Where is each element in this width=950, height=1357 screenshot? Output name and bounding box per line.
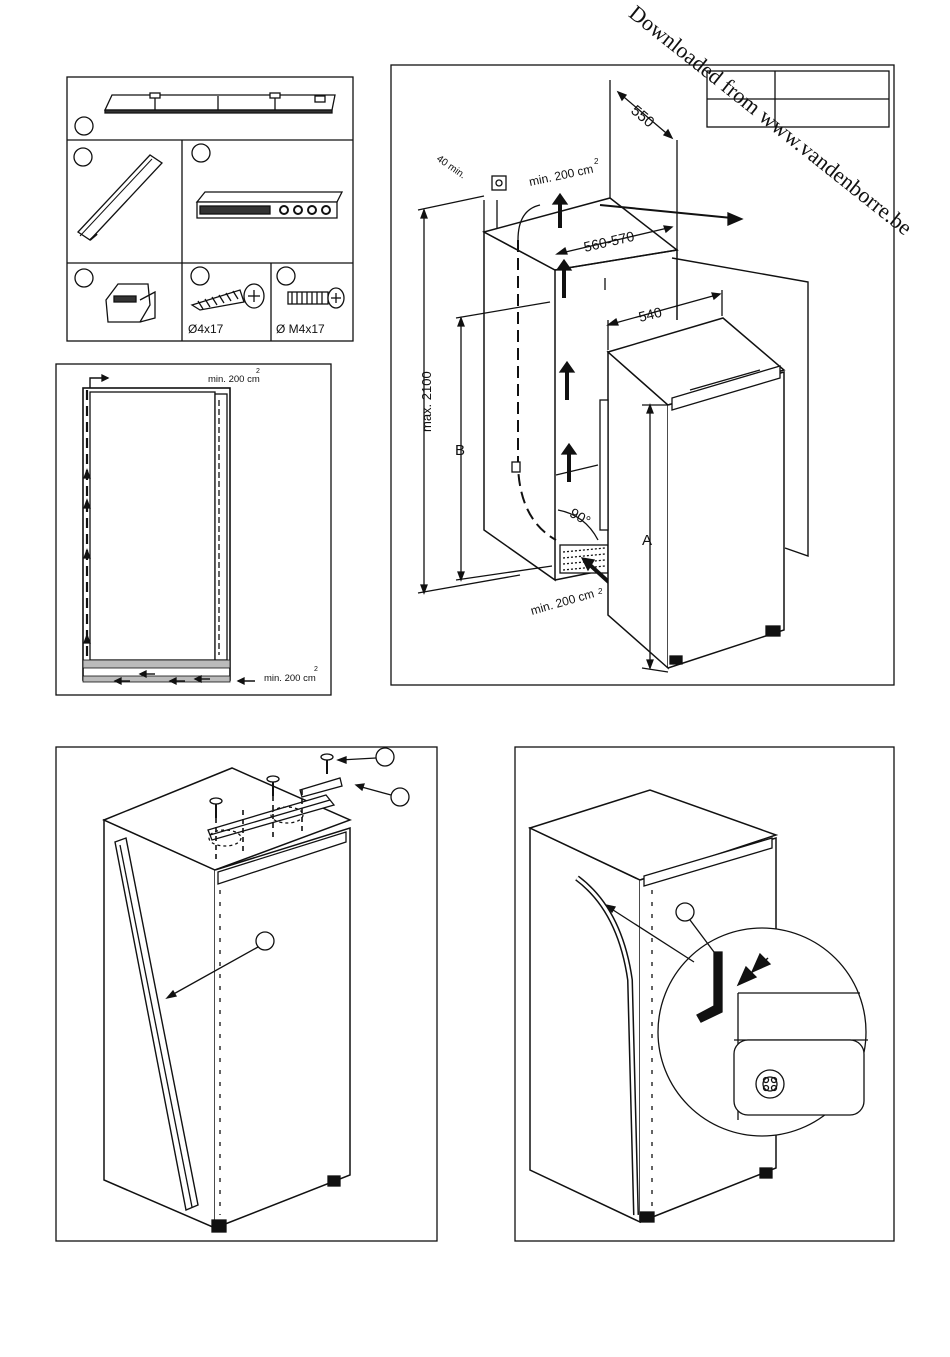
appliance-width-label: 540	[637, 304, 664, 325]
max-height-label: max. 2100	[419, 371, 434, 432]
dimension-diagram: 90° min. 200 cm 2 min. 200 cm 2 40 min. …	[391, 65, 894, 685]
parts-box: Ø4x17 Ø M4x17	[67, 77, 353, 341]
dimension-a-label: A	[642, 532, 652, 549]
angle-label: 90°	[567, 504, 593, 528]
part-machine-screw: Ø M4x17	[276, 267, 344, 336]
vent-bottom-label: min. 200 cm	[264, 673, 316, 684]
vent-bottom-sup: 2	[314, 666, 318, 673]
part-wood-screw: Ø4x17	[188, 267, 264, 336]
airflow-section: min. 200 cm 2 min. 200 cm 2	[56, 364, 331, 695]
part-top-rail	[75, 93, 335, 135]
part-number-circle	[75, 269, 93, 287]
part-hinge-plate	[192, 144, 342, 218]
mounting-panel	[56, 747, 437, 1241]
vent-top-main-label: min. 200 cm	[528, 162, 595, 189]
dimension-b-label: B	[455, 442, 465, 459]
machine-screw-size-label: Ø M4x17	[276, 322, 325, 336]
part-number-circle	[277, 267, 295, 285]
depth-label: 550	[627, 102, 657, 131]
part-number-circle	[74, 148, 92, 166]
dimension-table	[707, 71, 889, 127]
callout-circle	[376, 748, 394, 766]
vent-bottom-main-sup: 2	[598, 587, 603, 596]
vent-top-main-sup: 2	[594, 157, 599, 166]
wood-screw-size-label: Ø4x17	[188, 322, 224, 336]
vent-top-label: min. 200 cm	[208, 374, 260, 385]
part-number-circle	[192, 144, 210, 162]
part-cover-strip	[74, 148, 162, 240]
gap-label: 40 min.	[434, 153, 467, 181]
part-clip	[75, 269, 155, 322]
seal-panel	[515, 747, 894, 1241]
vent-top-sup: 2	[256, 368, 260, 375]
vent-bottom-main-label: min. 200 cm	[529, 586, 596, 617]
part-number-circle	[75, 117, 93, 135]
callout-circle	[391, 788, 409, 806]
part-number-circle	[191, 267, 209, 285]
